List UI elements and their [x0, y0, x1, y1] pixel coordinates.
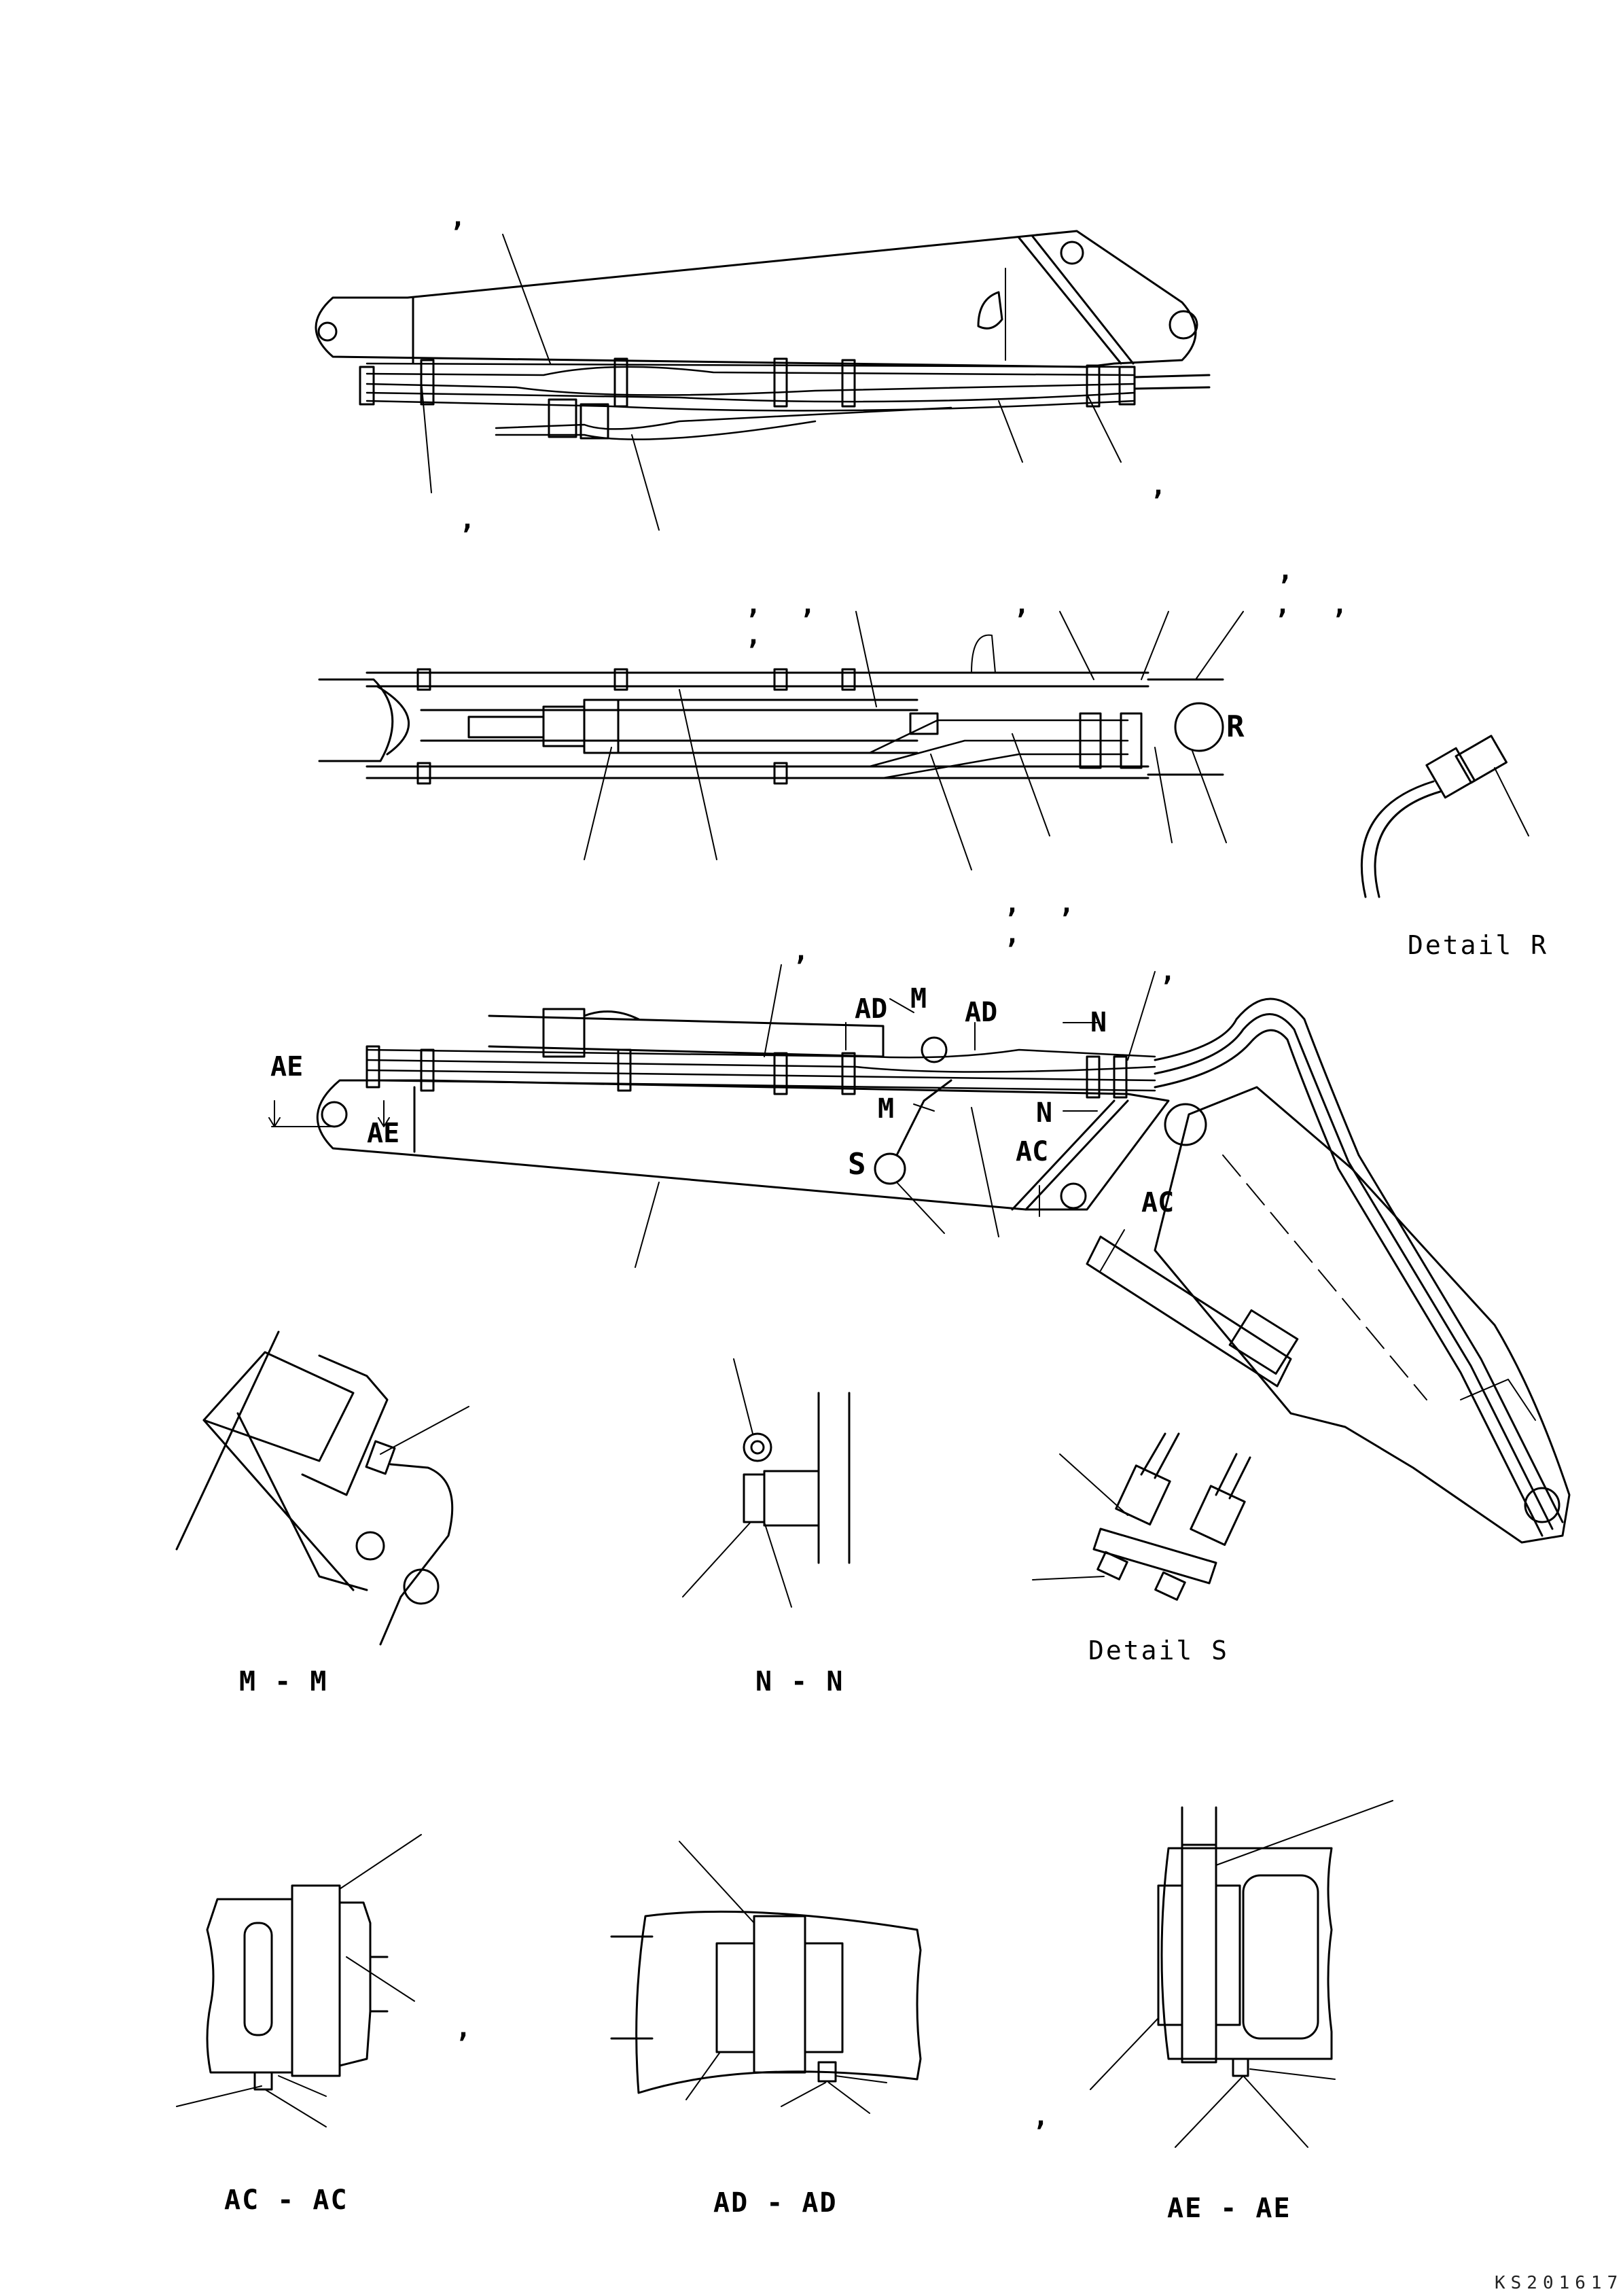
comma-mark: ,: [1274, 589, 1291, 620]
comma-mark: ,: [1277, 555, 1294, 586]
section-n-n-drawing: [682, 1358, 851, 1608]
comma-mark: ,: [1004, 888, 1021, 919]
section-ac-ac-label: AC - AC: [224, 2185, 349, 2216]
arm-side-view: [315, 230, 1211, 531]
callout-m-bottom: M: [878, 1093, 895, 1125]
callout-m-top: M: [910, 983, 927, 1014]
section-ac-ac-drawing: [176, 1834, 422, 2127]
callout-ad-left: AD: [855, 993, 888, 1025]
comma-mark: ,: [1160, 956, 1177, 987]
comma-mark: ,: [1033, 2101, 1050, 2132]
detail-r-drawing: [1360, 735, 1529, 898]
comma-mark: ,: [455, 2013, 472, 2044]
arm-top-view: [318, 611, 1244, 870]
section-m-m-label: M - M: [239, 1666, 328, 1697]
comma-mark: ,: [745, 589, 762, 620]
section-ad-ad-label: AD - AD: [713, 2187, 838, 2219]
arm-boom-assembly-view: [268, 964, 1571, 1544]
section-ae-ae-drawing: [1090, 1800, 1393, 2148]
callout-ac-right: AC: [1141, 1187, 1175, 1218]
callout-s: S: [848, 1147, 866, 1182]
callout-ae-top: AE: [270, 1051, 304, 1082]
comma-mark: ,: [745, 620, 762, 651]
callout-ae-bottom: AE: [367, 1118, 400, 1149]
section-m-m-drawing: [175, 1330, 469, 1646]
comma-mark: ,: [1014, 589, 1031, 620]
section-ae-ae-label: AE - AE: [1167, 2193, 1291, 2224]
callout-n-top: N: [1090, 1007, 1107, 1038]
comma-mark: ,: [1150, 470, 1167, 501]
comma-mark: ,: [1004, 919, 1021, 950]
callout-n-bottom: N: [1036, 1097, 1053, 1129]
comma-mark: ,: [459, 504, 476, 535]
comma-mark: ,: [450, 202, 467, 233]
detail-s-label: Detail S: [1088, 1636, 1230, 1665]
comma-mark: ,: [800, 589, 817, 620]
comma-mark: ,: [1332, 589, 1349, 620]
detail-s-drawing: [1032, 1432, 1251, 1601]
section-ad-ad-drawing: [610, 1841, 922, 2114]
detail-r-label: Detail R: [1408, 930, 1549, 960]
comma-mark: ,: [793, 936, 810, 967]
drawing-code: KS201617: [1495, 2273, 1623, 2293]
comma-mark: ,: [1058, 888, 1075, 919]
callout-ad-right: AD: [965, 997, 998, 1028]
section-n-n-label: N - N: [755, 1666, 844, 1697]
callout-ac-top: AC: [1016, 1136, 1049, 1167]
callout-r: R: [1226, 709, 1245, 744]
